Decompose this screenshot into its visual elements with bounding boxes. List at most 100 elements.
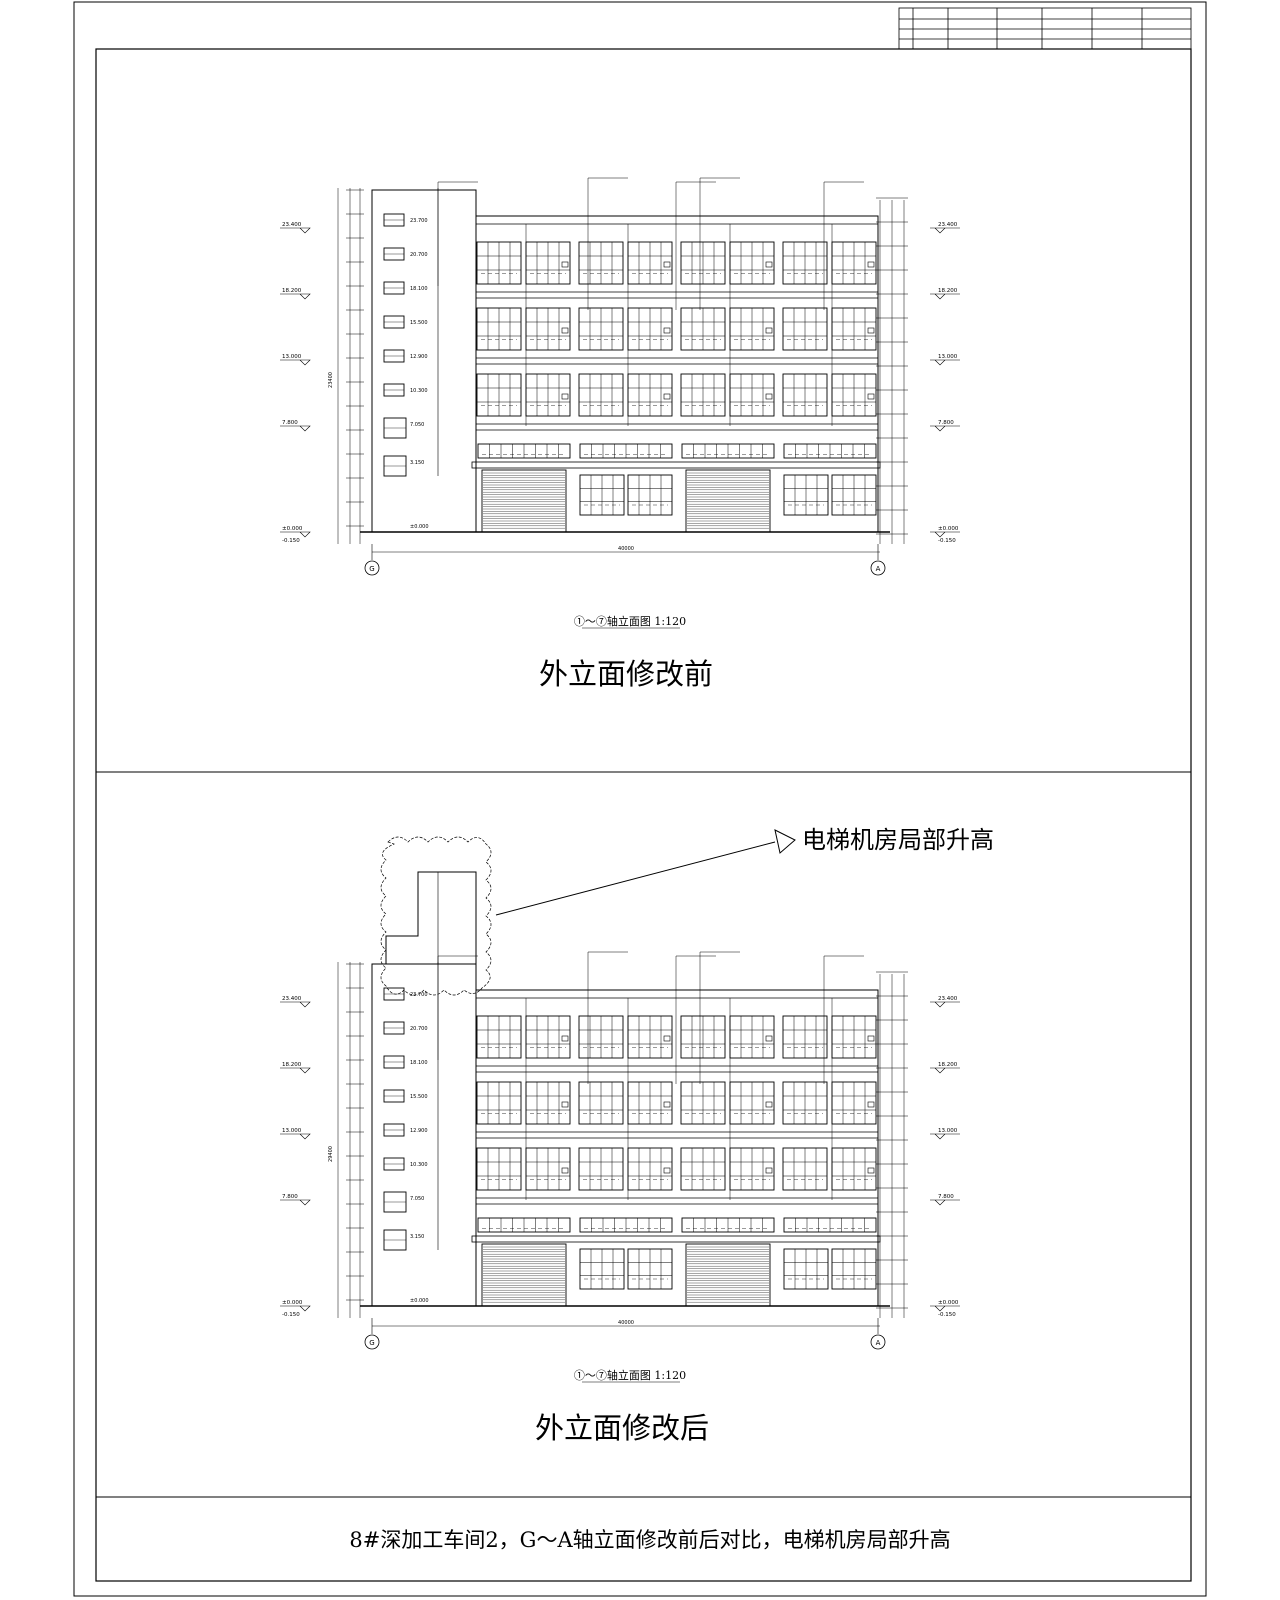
- level-marker-icon: [280, 1133, 311, 1140]
- caption-before: 外立面修改前: [539, 657, 713, 691]
- rolling-shutter-door: [481, 1243, 567, 1307]
- vent-icon: [867, 1167, 875, 1174]
- stair-level-label: 7.050: [410, 422, 424, 428]
- inner-border: [95, 48, 1192, 1582]
- annotation-leader: [823, 955, 864, 1084]
- view-caption-after: ①～⑦轴立面图 1:120: [574, 1368, 686, 1382]
- level-label: 23.400: [282, 222, 302, 228]
- stair-level-label: 15.500: [410, 1094, 428, 1100]
- axis-label: A: [876, 565, 881, 573]
- level-marker-icon: [280, 227, 311, 234]
- stair-level-label: 7.050: [410, 1196, 424, 1202]
- level-label: 7.800: [938, 420, 954, 426]
- level-label: 18.200: [282, 1062, 302, 1068]
- vent-icon: [867, 327, 875, 334]
- elevation-after: 23.70020.70018.10015.50012.90010.3007.05…: [280, 836, 960, 1350]
- level-marker-icon: [280, 425, 311, 432]
- caption-after: 外立面修改后: [535, 1411, 709, 1445]
- vent-icon: [561, 1101, 569, 1108]
- ground-level-label: ±0.000: [410, 1298, 429, 1304]
- annotation-leader: [699, 951, 740, 1084]
- callout-leader: [495, 841, 776, 916]
- level-label: 23.400: [282, 996, 302, 1002]
- rolling-shutter-door: [481, 469, 567, 533]
- level-marker-icon: [280, 1199, 311, 1206]
- vent-icon: [561, 393, 569, 400]
- stair-level-label: 23.700: [410, 218, 428, 224]
- level-marker-icon: [930, 227, 960, 234]
- width-dimension-label: 40000: [618, 1320, 634, 1326]
- level-label: -0.150: [282, 538, 300, 544]
- ground-level-label: ±0.000: [410, 524, 429, 530]
- revision-cloud: [380, 836, 492, 996]
- vent-icon: [561, 327, 569, 334]
- stair-level-label: 3.150: [410, 1234, 424, 1240]
- annotation-leader: [675, 181, 716, 310]
- stair-tower: [371, 963, 477, 1307]
- callout-note: 电梯机房局部升高: [802, 826, 994, 854]
- level-marker-icon: [930, 1067, 960, 1074]
- vent-icon: [765, 1101, 773, 1108]
- canopy: [471, 1235, 881, 1243]
- level-marker-icon: [930, 293, 960, 300]
- vent-icon: [765, 1167, 773, 1174]
- vent-icon: [765, 393, 773, 400]
- vent-icon: [867, 261, 875, 268]
- canopy: [471, 461, 881, 469]
- stair-level-label: 12.900: [410, 354, 428, 360]
- level-marker-icon: [930, 531, 960, 538]
- annotation-leader: [587, 951, 628, 1084]
- stair-level-label: 12.900: [410, 1128, 428, 1134]
- stair-level-label: 20.700: [410, 1026, 428, 1032]
- raised-machine-room: [385, 871, 477, 974]
- rolling-shutter-door: [685, 469, 771, 533]
- vent-icon: [867, 1101, 875, 1108]
- overall-height-label: 23400: [328, 372, 334, 388]
- width-dimension-label: 40000: [618, 546, 634, 552]
- vent-icon: [663, 1035, 671, 1042]
- axis-label: G: [369, 1339, 374, 1347]
- vent-icon: [663, 393, 671, 400]
- level-label: 23.400: [938, 996, 958, 1002]
- vent-icon: [663, 327, 671, 334]
- overall-height-label: 29400: [328, 1146, 334, 1162]
- stair-level-label: 10.300: [410, 388, 428, 394]
- annotation-leader: [437, 181, 478, 286]
- vent-icon: [663, 261, 671, 268]
- level-label: 7.800: [282, 1194, 298, 1200]
- level-label: 13.000: [938, 354, 958, 360]
- level-label: ±0.000: [938, 1300, 959, 1306]
- stair-level-label: 23.700: [410, 992, 428, 998]
- axis-bubble-icon: [364, 1334, 380, 1350]
- modification-callout: 电梯机房局部升高: [495, 826, 994, 916]
- level-marker-icon: [930, 1001, 960, 1008]
- stair-level-label: 18.100: [410, 1060, 428, 1066]
- annotation-leader: [437, 955, 478, 1060]
- vent-icon: [765, 1035, 773, 1042]
- stair-level-label: 18.100: [410, 286, 428, 292]
- level-marker-icon: [280, 1067, 311, 1074]
- view-caption-before: ①～⑦轴立面图 1:120: [574, 614, 686, 628]
- axis-bubble-icon: [364, 560, 380, 576]
- level-marker-icon: [930, 1133, 960, 1140]
- vent-icon: [765, 261, 773, 268]
- level-label: -0.150: [938, 1312, 956, 1318]
- level-label: 18.200: [938, 288, 958, 294]
- vent-icon: [561, 1167, 569, 1174]
- level-label: ±0.000: [282, 1300, 303, 1306]
- level-marker-icon: [930, 1199, 960, 1206]
- level-label: 13.000: [282, 1128, 302, 1134]
- level-marker-icon: [930, 425, 960, 432]
- vent-icon: [765, 327, 773, 334]
- annotation-leader: [699, 177, 740, 310]
- vent-icon: [867, 393, 875, 400]
- sheet-title: 8#深加工车间2，G～A轴立面修改前后对比，电梯机房局部升高: [349, 1528, 950, 1552]
- level-label: 13.000: [282, 354, 302, 360]
- main-block: [475, 215, 879, 533]
- level-marker-icon: [930, 359, 960, 366]
- axis-label: G: [369, 565, 374, 573]
- stair-level-label: 3.150: [410, 460, 424, 466]
- level-label: -0.150: [282, 1312, 300, 1318]
- level-label: 23.400: [938, 222, 958, 228]
- vent-icon: [663, 1167, 671, 1174]
